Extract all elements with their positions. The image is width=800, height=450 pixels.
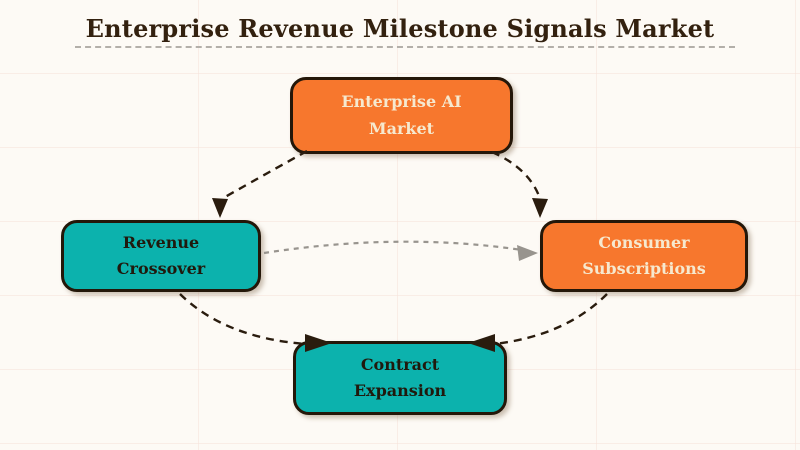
node-revenue-crossover: Revenue Crossover	[61, 220, 261, 292]
node-label-line1: Revenue	[122, 232, 200, 252]
node-label-line1: Contract	[360, 354, 440, 374]
page-title: Enterprise Revenue Milestone Signals Mar…	[85, 14, 715, 43]
node-label: Consumer Subscriptions	[582, 230, 706, 283]
node-label: Revenue Crossover	[117, 230, 205, 283]
node-label-line1: Enterprise AI	[341, 92, 462, 112]
edge-revenue-to-consumer	[263, 240, 538, 261]
node-label: Contract Expansion	[354, 352, 446, 405]
title-dashed-divider	[75, 46, 735, 48]
edge-enterprise-to-revenue	[212, 149, 308, 218]
node-contract-expansion: Contract Expansion	[293, 341, 507, 415]
node-label-line1: Consumer	[598, 232, 690, 252]
node-label-line2: Subscriptions	[582, 259, 706, 278]
node-label: Enterprise AI Market	[341, 89, 461, 142]
node-label-line2: Crossover	[116, 259, 206, 278]
node-label-line2: Expansion	[353, 381, 447, 400]
arrowhead-down-icon	[212, 198, 228, 218]
arrowhead-right-icon	[517, 245, 538, 261]
node-enterprise-ai-market: Enterprise AI Market	[290, 77, 513, 154]
arrowhead-down-icon	[532, 198, 548, 218]
node-consumer-subscriptions: Consumer Subscriptions	[540, 220, 748, 292]
node-label-line2: Market	[368, 118, 435, 138]
edge-enterprise-to-consumer	[491, 150, 548, 218]
